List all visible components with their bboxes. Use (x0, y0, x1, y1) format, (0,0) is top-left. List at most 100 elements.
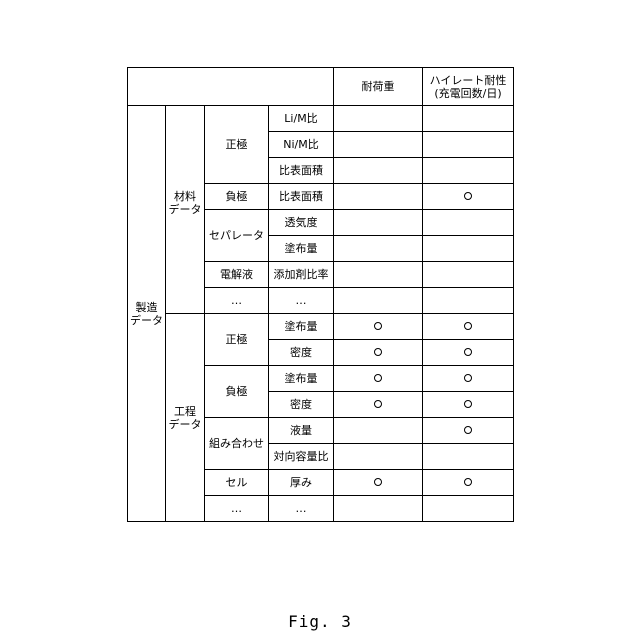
load-cell (334, 236, 423, 262)
subgroup-label: 正極 (226, 138, 248, 151)
item-label: 透気度 (285, 216, 318, 229)
group-manufacturing-line1: 製造 (136, 301, 158, 314)
item-cell: Ni/M比 (269, 132, 334, 158)
load-cell (334, 210, 423, 236)
item-label: 液量 (290, 424, 312, 437)
item-cell: 比表面積 (269, 158, 334, 184)
header-row: 耐荷重 ハイレート耐性(充電回数/日) (128, 68, 514, 106)
circle-mark (464, 322, 472, 330)
highrate-cell (423, 288, 514, 314)
subgroup-label: 組み合わせ (209, 437, 264, 450)
item-label: Ni/M比 (283, 138, 318, 151)
subgroup-process-positive: 正極 (205, 314, 269, 366)
item-label: 対向容量比 (274, 450, 329, 463)
group-manufacturing-line2: データ (130, 314, 163, 327)
circle-mark (464, 374, 472, 382)
highrate-cell (423, 470, 514, 496)
load-cell (334, 106, 423, 132)
group-material: 材料データ (166, 106, 205, 314)
circle-mark (374, 374, 382, 382)
load-cell (334, 496, 423, 522)
load-cell (334, 314, 423, 340)
group-process-line1: 工程 (174, 405, 196, 418)
item-label: 厚み (290, 476, 312, 489)
header-highrate-line1: ハイレート耐性 (430, 74, 507, 87)
data-table: 耐荷重 ハイレート耐性(充電回数/日) 製造データ 材料データ 正極 Li/M比… (127, 67, 514, 522)
group-process: 工程データ (166, 314, 205, 522)
item-cell: 密度 (269, 340, 334, 366)
item-cell: 密度 (269, 392, 334, 418)
subgroup-process-cell: セル (205, 470, 269, 496)
load-cell (334, 418, 423, 444)
item-label: 塗布量 (285, 372, 318, 385)
circle-mark (464, 478, 472, 486)
subgroup-label: 正極 (226, 333, 248, 346)
subgroup-label: 負極 (226, 385, 248, 398)
highrate-cell (423, 210, 514, 236)
subgroup-process-negative: 負極 (205, 366, 269, 418)
circle-mark (464, 192, 472, 200)
subgroup-material-negative: 負極 (205, 184, 269, 210)
highrate-cell (423, 184, 514, 210)
item-cell: 比表面積 (269, 184, 334, 210)
item-cell: 塗布量 (269, 366, 334, 392)
highrate-cell (423, 366, 514, 392)
highrate-cell (423, 340, 514, 366)
group-process-line2: データ (169, 418, 202, 431)
item-label: 密度 (290, 346, 312, 359)
item-cell: … (269, 496, 334, 522)
ellipsis-label: … (231, 502, 242, 515)
item-cell: 塗布量 (269, 236, 334, 262)
item-label: 塗布量 (285, 320, 318, 333)
highrate-cell (423, 262, 514, 288)
item-label: 比表面積 (279, 164, 323, 177)
load-cell (334, 158, 423, 184)
group-material-line2: データ (169, 203, 202, 216)
subgroup-process-combination: 組み合わせ (205, 418, 269, 470)
highrate-cell (423, 236, 514, 262)
load-cell (334, 132, 423, 158)
subgroup-material-positive: 正極 (205, 106, 269, 184)
load-cell (334, 340, 423, 366)
item-cell: 厚み (269, 470, 334, 496)
highrate-cell (423, 496, 514, 522)
subgroup-label: セル (226, 476, 248, 489)
circle-mark (374, 478, 382, 486)
load-cell (334, 366, 423, 392)
header-corner-cell (128, 68, 334, 106)
circle-mark (374, 348, 382, 356)
item-cell: 対向容量比 (269, 444, 334, 470)
load-cell (334, 262, 423, 288)
highrate-cell (423, 444, 514, 470)
header-load: 耐荷重 (334, 68, 423, 106)
load-cell (334, 470, 423, 496)
highrate-cell (423, 158, 514, 184)
item-label: 比表面積 (279, 190, 323, 203)
item-cell: 塗布量 (269, 314, 334, 340)
item-cell: 液量 (269, 418, 334, 444)
circle-mark (464, 426, 472, 434)
subgroup-label: セパレータ (209, 229, 264, 242)
item-label: … (296, 294, 307, 307)
load-cell (334, 444, 423, 470)
highrate-cell (423, 132, 514, 158)
item-cell: 添加剤比率 (269, 262, 334, 288)
group-material-line1: 材料 (174, 190, 196, 203)
circle-mark (464, 348, 472, 356)
item-cell: Li/M比 (269, 106, 334, 132)
subgroup-label: 負極 (226, 190, 248, 203)
header-highrate-line2: (充電回数/日) (434, 87, 501, 100)
item-label: … (296, 502, 307, 515)
subgroup-process-more: … (205, 496, 269, 522)
highrate-cell (423, 418, 514, 444)
load-cell (334, 392, 423, 418)
subgroup-material-electrolyte: 電解液 (205, 262, 269, 288)
highrate-cell (423, 314, 514, 340)
subgroup-material-separator: セパレータ (205, 210, 269, 262)
header-load-label: 耐荷重 (362, 80, 395, 93)
highrate-cell (423, 392, 514, 418)
table-row: 工程データ 正極 塗布量 (128, 314, 514, 340)
circle-mark (374, 322, 382, 330)
load-cell (334, 288, 423, 314)
item-label: 添加剤比率 (274, 268, 329, 281)
